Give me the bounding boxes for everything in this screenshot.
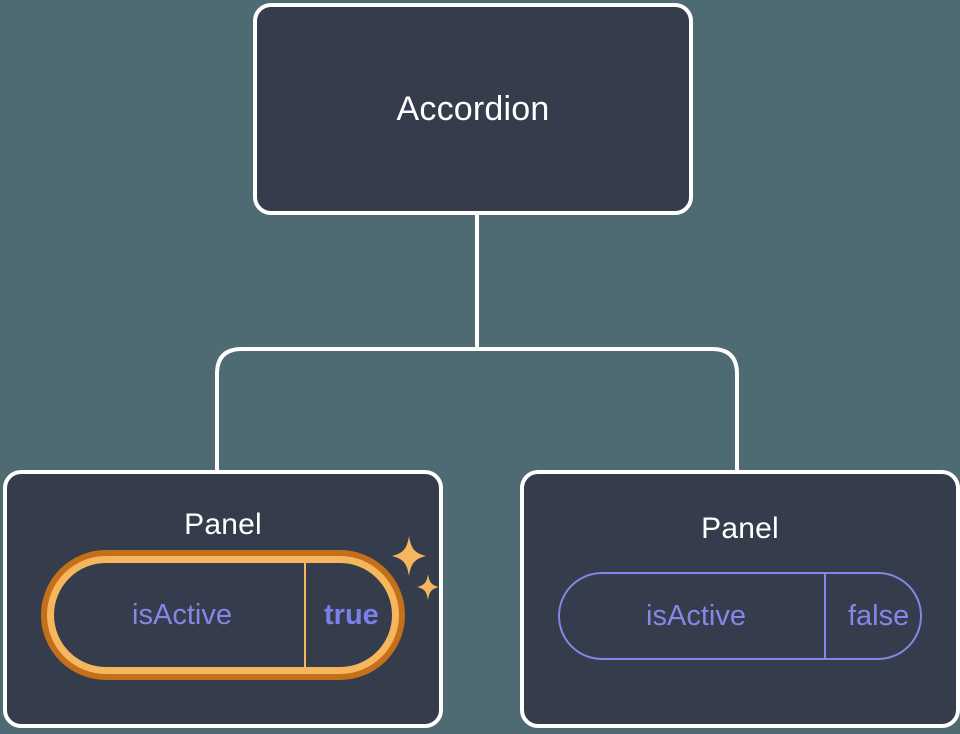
node-accordion[interactable]: Accordion: [253, 3, 693, 215]
prop-value: false: [848, 599, 910, 632]
prop-value: true: [324, 598, 379, 631]
prop-badge-isactive-true[interactable]: isActive true: [41, 550, 405, 680]
prop-key: isActive: [560, 574, 826, 658]
node-panel-active-title: Panel: [184, 508, 262, 541]
node-panel-inactive[interactable]: Panel isActive false: [520, 470, 960, 728]
prop-badge-isactive-false[interactable]: isActive false: [558, 572, 922, 660]
edge-to-panel-left: [215, 347, 477, 470]
node-panel-active[interactable]: Panel isActive true: [3, 470, 443, 728]
node-panel-inactive-title: Panel: [701, 512, 779, 545]
prop-key: isActive: [54, 563, 306, 667]
edge-to-panel-right: [477, 347, 739, 470]
prop-badge-glow-ring: [41, 550, 405, 680]
node-accordion-title: Accordion: [396, 90, 550, 128]
